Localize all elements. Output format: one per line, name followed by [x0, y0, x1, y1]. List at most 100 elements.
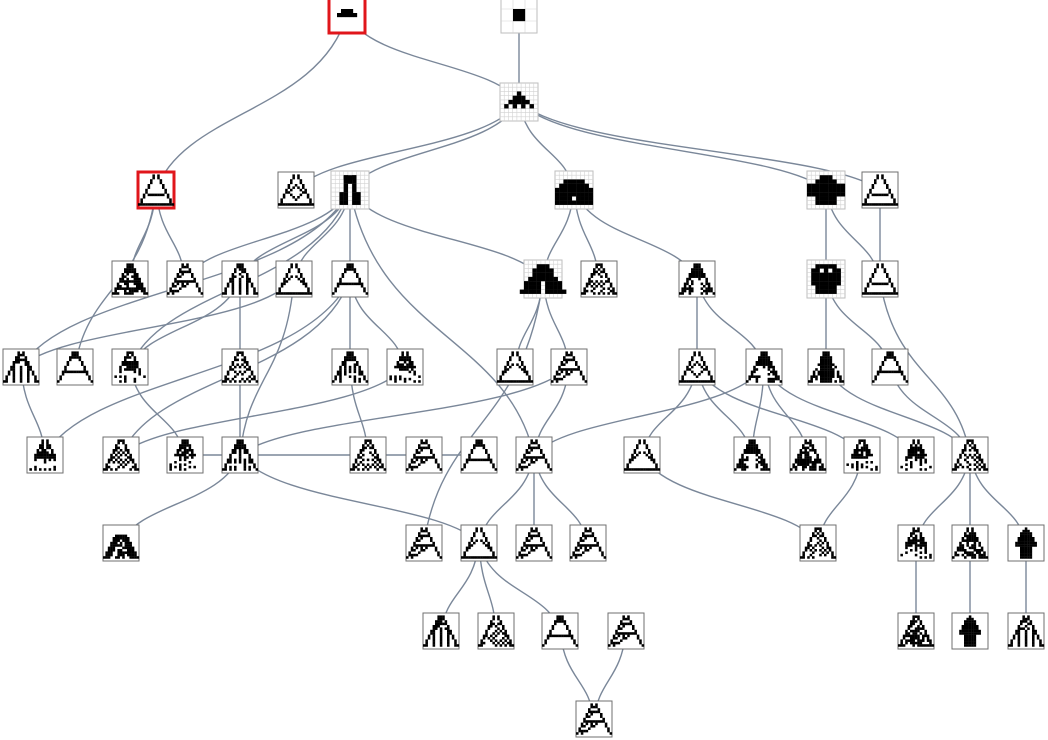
pattern-cell [473, 446, 476, 450]
pattern-node-drop[interactable] [1007, 524, 1045, 562]
pattern-node-nested-triangle[interactable] [275, 260, 313, 298]
pattern-node-crab[interactable] [897, 524, 935, 562]
pattern-node-branching[interactable] [422, 612, 460, 650]
pattern-node-hollow-a[interactable] [460, 436, 498, 474]
pattern-node-lattice[interactable] [477, 612, 515, 650]
pattern-cell [802, 444, 805, 447]
pattern-node-blob[interactable] [806, 170, 846, 210]
pattern-node-dense-knot[interactable] [789, 436, 827, 474]
pattern-node-solid-steps[interactable] [554, 170, 594, 210]
pattern-node-nested-triangle[interactable] [460, 524, 498, 562]
pattern-cell [765, 361, 768, 364]
pattern-node-solid-a[interactable] [678, 260, 716, 298]
pattern-cell [806, 463, 810, 466]
pattern-node-sierpinski[interactable] [569, 524, 607, 562]
pattern-cell [851, 456, 854, 459]
pattern-cell [110, 553, 113, 557]
pattern-node-hollow-triangle[interactable] [136, 170, 176, 210]
pattern-cell [1022, 534, 1025, 538]
pattern-cell [558, 373, 561, 376]
pattern-cell [1024, 546, 1028, 550]
pattern-node-hollow-a[interactable] [871, 348, 909, 386]
pattern-node-spire[interactable] [807, 348, 845, 386]
pattern-cell [480, 441, 483, 445]
pattern-cell [561, 634, 564, 638]
pattern-node-block-pyramid[interactable] [519, 259, 567, 299]
pattern-node-crab[interactable] [166, 436, 204, 474]
pattern-node-branching[interactable] [1007, 612, 1045, 650]
pattern-cell [224, 375, 227, 378]
pattern-node-sierpinski[interactable] [405, 524, 443, 562]
pattern-node-lattice[interactable] [221, 348, 259, 386]
pattern-node-sierpinski[interactable] [515, 524, 553, 562]
pattern-node-single-cell[interactable] [500, 0, 538, 34]
pattern-node-nested-triangle[interactable] [623, 436, 661, 474]
pattern-node-lattice[interactable] [951, 436, 989, 474]
pattern-node-hollow-a[interactable] [56, 348, 94, 386]
pattern-cell [360, 370, 364, 374]
pattern-node-crown[interactable] [806, 259, 846, 299]
pattern-node-crab[interactable] [111, 348, 149, 386]
pattern-node-seed-bar[interactable] [327, 0, 367, 35]
pattern-cell [525, 373, 529, 376]
pattern-cell [907, 639, 911, 642]
pattern-cell [700, 358, 704, 362]
pattern-node-outline-triangle[interactable] [861, 171, 899, 209]
pattern-cell [41, 451, 44, 454]
pattern-cell [535, 544, 538, 547]
pattern-node-lattice[interactable] [349, 436, 387, 474]
pattern-node-crab[interactable] [26, 436, 64, 474]
pattern-node-crab[interactable] [897, 436, 935, 474]
pattern-node-lattice[interactable] [799, 524, 837, 562]
pattern-node-dense-knot[interactable] [111, 260, 149, 298]
pattern-node-solid-a[interactable] [733, 436, 771, 474]
pattern-cell [222, 380, 225, 383]
pattern-cell [819, 289, 825, 294]
pattern-cell [760, 458, 763, 462]
pattern-cell [627, 634, 630, 638]
pattern-node-sierpinski[interactable] [515, 436, 553, 474]
pattern-cell [698, 275, 701, 278]
pattern-node-pyramid-small[interactable] [499, 82, 539, 122]
pattern-cell [648, 449, 651, 452]
pattern-node-lattice[interactable] [580, 260, 618, 298]
pattern-cell [415, 537, 419, 540]
pattern-node-sierpinski[interactable] [166, 260, 204, 298]
pattern-cell [1022, 627, 1025, 630]
pattern-node-ring-triangle[interactable] [678, 348, 716, 386]
pattern-cell [349, 9, 354, 14]
pattern-node-sierpinski[interactable] [550, 348, 588, 386]
pattern-cell [976, 461, 979, 464]
pattern-cell [627, 615, 630, 618]
pattern-cell [34, 453, 37, 457]
pattern-node-sierpinski[interactable] [405, 436, 443, 474]
pattern-node-drop[interactable] [951, 612, 989, 650]
pattern-node-sierpinski[interactable] [575, 700, 613, 738]
pattern-node-outline-triangle[interactable] [861, 260, 899, 298]
pattern-cell [629, 622, 633, 626]
pattern-node-sierpinski[interactable] [607, 612, 645, 650]
pattern-cell [285, 188, 288, 192]
pattern-node-nested-triangle[interactable] [496, 348, 534, 386]
pattern-node-hollow-a[interactable] [541, 612, 579, 650]
pattern-node-arch[interactable] [330, 170, 370, 210]
pattern-cell [181, 270, 184, 274]
pattern-node-ring-triangle[interactable] [277, 171, 315, 209]
pattern-node-crab[interactable] [843, 436, 881, 474]
pattern-node-drip[interactable] [331, 348, 369, 386]
pattern-cell [815, 368, 818, 371]
pattern-cell [287, 184, 291, 187]
pattern-node-drip[interactable] [221, 436, 259, 474]
pattern-cell [973, 449, 977, 452]
pattern-cell [862, 203, 865, 206]
pattern-node-lattice[interactable] [102, 436, 140, 474]
pattern-node-dense-knot[interactable] [951, 524, 989, 562]
pattern-node-dense-knot[interactable] [897, 612, 935, 650]
pattern-node-branching[interactable] [2, 348, 40, 386]
pattern-node-crab[interactable] [386, 348, 424, 386]
pattern-node-solid-a[interactable] [745, 348, 783, 386]
pattern-node-bowl[interactable] [102, 524, 140, 562]
pattern-node-branching[interactable] [221, 260, 259, 298]
pattern-node-hollow-a[interactable] [331, 260, 369, 298]
pattern-cell [411, 361, 414, 364]
